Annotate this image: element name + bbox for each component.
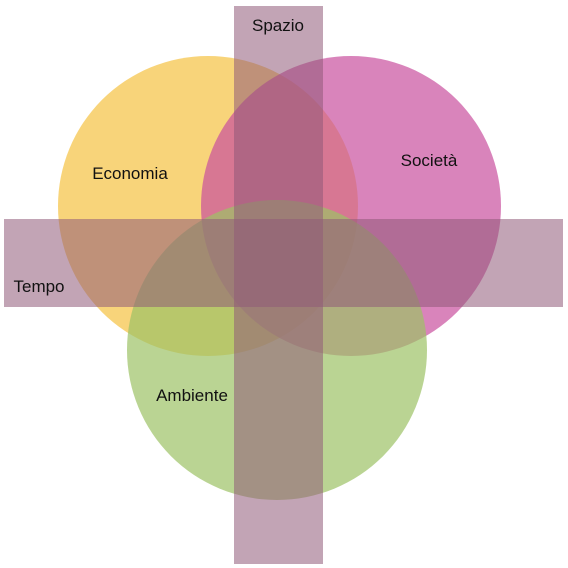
spazio-label: Spazio xyxy=(252,16,304,35)
economia-label: Economia xyxy=(92,164,168,183)
ambiente-label: Ambiente xyxy=(156,386,228,405)
tempo-band xyxy=(4,219,563,307)
societa-label: Società xyxy=(401,151,458,170)
tempo-label: Tempo xyxy=(13,277,64,296)
